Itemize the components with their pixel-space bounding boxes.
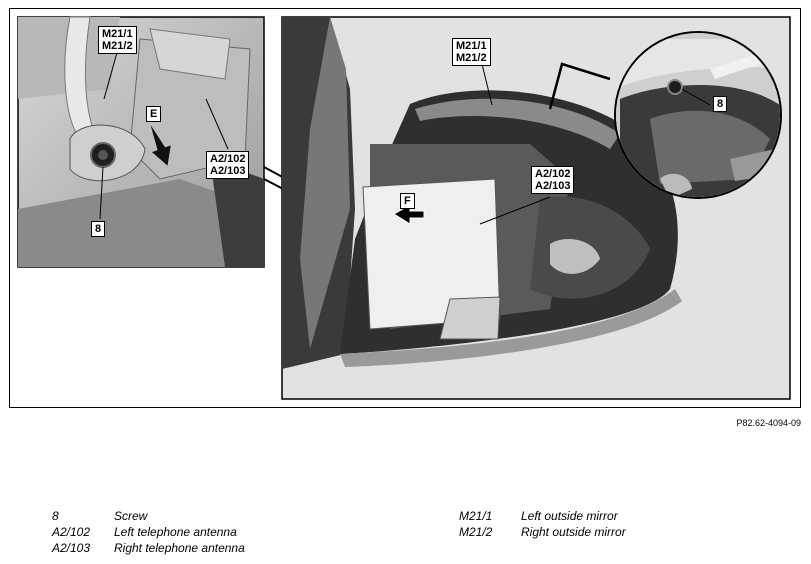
zoom-detail-circle (614, 31, 782, 199)
callout-text: 8 (717, 98, 724, 110)
callout-text: F (404, 195, 411, 207)
callout-text: M21/1 (456, 40, 487, 52)
legend-item: M21/1 Left outside mirror (459, 508, 626, 524)
legend-code: M21/2 (459, 525, 493, 539)
mirror-illustration (17, 16, 791, 400)
zoom-screw-callout: 8 (713, 96, 728, 112)
legend-code: A2/103 (52, 541, 91, 555)
legend-item: 8 Screw (52, 508, 245, 524)
legend-item: A2/103 Right telephone antenna (52, 540, 245, 556)
inset-mirror-callout: M21/1 M21/2 (98, 26, 137, 54)
inset-screw-callout: 8 (91, 221, 106, 237)
legend-label: Right telephone antenna (114, 541, 245, 555)
figure-frame: M21/1 M21/2 A2/102 A2/103 8 E M21/1 M21/… (9, 8, 801, 408)
inset-detail-view (17, 16, 265, 268)
legend-label: Right outside mirror (521, 525, 626, 539)
callout-text: A2/102 (210, 153, 246, 165)
legend-right: M21/1 Left outside mirror M21/2 Right ou… (459, 508, 626, 540)
main-mirror-view (281, 16, 791, 400)
legend-item: M21/2 Right outside mirror (459, 524, 626, 540)
inset-antenna-callout: A2/102 A2/103 (206, 151, 250, 179)
legend-code: M21/1 (459, 509, 493, 523)
callout-text: A2/102 (535, 168, 571, 180)
legend-label: Screw (114, 509, 148, 523)
main-mirror-callout: M21/1 M21/2 (452, 38, 491, 66)
inset-arrow-label: E (146, 106, 162, 122)
main-antenna-callout: A2/102 A2/103 (531, 166, 575, 194)
callout-text: E (150, 108, 158, 120)
callout-text: 8 (95, 223, 102, 235)
figure-id: P82.62-4094-09 (736, 418, 801, 428)
callout-text: A2/103 (210, 165, 246, 177)
legend-item: A2/102 Left telephone antenna (52, 524, 245, 540)
legend-code: A2/102 (52, 525, 91, 539)
callout-text: A2/103 (535, 180, 571, 192)
legend-label: Left telephone antenna (114, 525, 237, 539)
legend-label: Left outside mirror (521, 509, 618, 523)
callout-text: M21/2 (102, 40, 133, 52)
legend-left: 8 Screw A2/102 Left telephone antenna A2… (52, 508, 245, 556)
callout-text: M21/1 (102, 28, 133, 40)
legend-code: 8 (52, 509, 59, 523)
callout-text: M21/2 (456, 52, 487, 64)
main-arrow-label: F (400, 193, 415, 209)
